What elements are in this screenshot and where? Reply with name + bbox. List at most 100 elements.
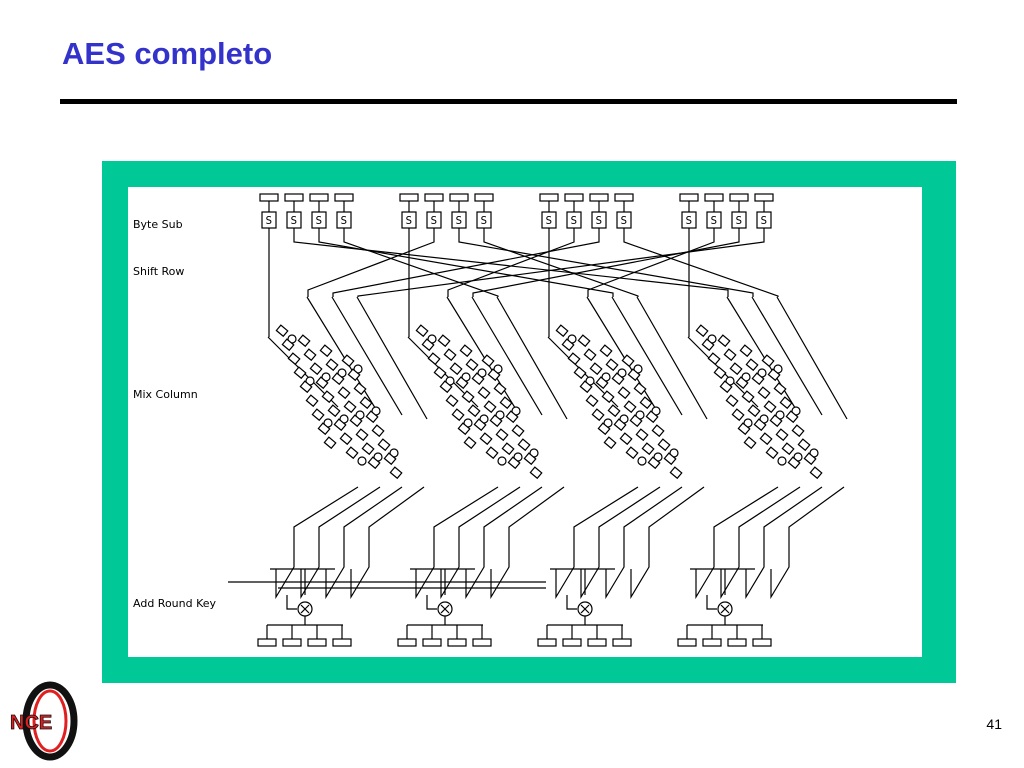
mix-column-multiplier: [303, 348, 317, 362]
mix-column-multiplier: [707, 352, 721, 366]
aes-round-diagram: Byte Sub Shift Row Mix Column Add Round …: [128, 187, 922, 657]
mix-column-multiplier: [633, 382, 647, 396]
input-byte-box: [614, 193, 634, 202]
mix-column-output-wire: [720, 486, 801, 600]
mix-column-multiplier: [323, 436, 337, 450]
mix-column-diagonal: [776, 296, 848, 420]
mix-column-multiplier: [421, 338, 435, 352]
mix-column-multiplier: [467, 404, 481, 418]
mix-column-multiplier: [623, 400, 637, 414]
mix-column-multiplier: [507, 456, 521, 470]
mix-column-multiplier: [377, 438, 391, 452]
mix-column-multiplier: [305, 394, 319, 408]
mix-column-multiplier: [461, 390, 475, 404]
mix-column-multiplier: [743, 436, 757, 450]
mix-column-output-wire: [350, 486, 425, 600]
output-byte-box: [257, 638, 277, 647]
sbox-label: S: [571, 214, 578, 227]
round-key-feed: [706, 595, 717, 610]
round-key-feed: [286, 595, 297, 610]
mix-column-diagonal: [726, 296, 798, 412]
input-byte-box: [474, 193, 494, 202]
mix-column-multiplier: [505, 410, 519, 424]
mix-column-multiplier: [343, 400, 357, 414]
mix-column-multiplier: [383, 452, 397, 466]
sbox-label: S: [481, 214, 488, 227]
mix-column-multiplier: [723, 348, 737, 362]
mix-column-multiplier: [791, 424, 805, 438]
mix-column-multiplier: [713, 366, 727, 380]
mix-column-multiplier: [367, 456, 381, 470]
output-byte-box: [422, 638, 442, 647]
output-byte-box: [472, 638, 492, 647]
xor-mark: [300, 604, 310, 614]
mix-column-diagonal: [471, 296, 543, 416]
sbox-label: S: [266, 214, 273, 227]
stage-label-byte-sub: Byte Sub: [133, 218, 183, 231]
mix-column-multiplier: [605, 358, 619, 372]
xor-mark: [720, 604, 730, 614]
mix-column-diagonal: [496, 296, 568, 420]
mix-column-diagonal: [356, 296, 428, 420]
mix-column-multiplier: [449, 362, 463, 376]
mix-column-diagonal: [446, 296, 518, 412]
sbox-label: S: [686, 214, 693, 227]
output-byte-box: [677, 638, 697, 647]
mix-column-multiplier: [477, 386, 491, 400]
input-byte-box: [754, 193, 774, 202]
output-byte-box: [537, 638, 557, 647]
mix-column-output-wire: [555, 486, 639, 600]
sbox-label: S: [431, 214, 438, 227]
input-byte-box: [449, 193, 469, 202]
mix-column-multiplier: [765, 446, 779, 460]
input-byte-box: [704, 193, 724, 202]
mix-column-multiplier: [499, 396, 513, 410]
mix-column-multiplier: [729, 362, 743, 376]
mix-column-multiplier: [627, 368, 641, 382]
mix-column-multiplier: [619, 432, 633, 446]
mix-column-diagonal: [306, 296, 378, 412]
sbox-label: S: [596, 214, 603, 227]
mix-column-multiplier: [479, 432, 493, 446]
mix-column-multiplier: [371, 424, 385, 438]
input-byte-box: [539, 193, 559, 202]
sbox-label: S: [621, 214, 628, 227]
mix-column-multiplier: [433, 366, 447, 380]
mix-column-output-wire: [275, 486, 359, 600]
mix-column-multiplier: [281, 338, 295, 352]
mix-column-xor: [497, 456, 507, 466]
mix-column-multiplier: [751, 372, 765, 386]
mix-column-multiplier: [739, 344, 753, 358]
mix-column-multiplier: [651, 424, 665, 438]
mix-column-multiplier: [511, 424, 525, 438]
input-byte-box: [679, 193, 699, 202]
mix-column-output-wire: [325, 486, 403, 600]
mix-column-multiplier: [635, 428, 649, 442]
page-number: 41: [986, 716, 1002, 732]
mix-column-output-wire: [580, 486, 661, 600]
mix-column-multiplier: [347, 368, 361, 382]
mix-column-output-wire: [745, 486, 823, 600]
mix-column-multiplier: [311, 408, 325, 422]
shift-row-wire: [472, 228, 740, 297]
input-byte-box: [309, 193, 329, 202]
mix-column-multiplier: [797, 438, 811, 452]
mix-column-multiplier: [753, 418, 767, 432]
input-byte-box: [589, 193, 609, 202]
sbox-label: S: [291, 214, 298, 227]
sbox-label: S: [546, 214, 553, 227]
mix-column-multiplier: [483, 400, 497, 414]
mix-column-multiplier: [781, 442, 795, 456]
output-byte-box: [447, 638, 467, 647]
mix-column-multiplier: [577, 334, 591, 348]
round-key-feed: [426, 595, 437, 610]
mix-column-multiplier: [457, 422, 471, 436]
input-byte-box: [259, 193, 279, 202]
input-byte-box: [564, 193, 584, 202]
mix-column-multiplier: [321, 390, 335, 404]
mix-column-multiplier: [731, 408, 745, 422]
mix-column-multiplier: [445, 394, 459, 408]
nce-logo-icon: NCE: [10, 681, 78, 761]
mix-column-multiplier: [645, 410, 659, 424]
mix-column-multiplier: [603, 436, 617, 450]
